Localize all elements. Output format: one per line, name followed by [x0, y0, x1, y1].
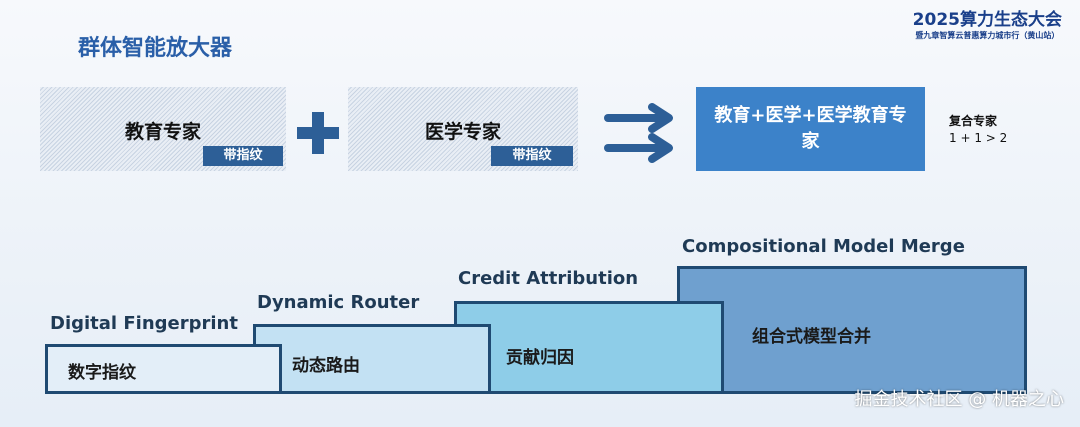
step-box-digital-fingerprint [45, 344, 282, 394]
fingerprint-tag-education: 带指纹 [203, 146, 283, 166]
expert-label-medical: 医学专家 [424, 121, 501, 143]
step-heading-digital-fingerprint: Digital Fingerprint [50, 313, 238, 334]
step-heading-credit-attribution: Credit Attribution [458, 268, 639, 289]
composite-formula: 1 + 1 > 2 [949, 131, 1008, 145]
page-title: 群体智能放大器 [78, 36, 233, 61]
step-label-credit-attribution: 贡献归因 [506, 348, 574, 368]
fingerprint-tag-medical: 带指纹 [491, 146, 573, 166]
watermark: 掘金技术社区 @ 机器之心 [854, 389, 1064, 410]
composite-expert-box: 教育+医学+医学教育专家 [696, 87, 925, 171]
step-heading-model-merge: Compositional Model Merge [682, 236, 965, 257]
step-heading-dynamic-router: Dynamic Router [257, 292, 420, 313]
step-label-dynamic-router: 动态路由 [292, 356, 360, 376]
expert-box-education: 教育专家 [40, 87, 286, 171]
step-label-model-merge: 组合式模型合并 [752, 327, 871, 347]
step-box-credit-attribution [454, 301, 724, 394]
step-label-digital-fingerprint: 数字指纹 [68, 363, 136, 383]
brand-subtitle: 暨九章智算云普惠算力城市行（黄山站） [915, 31, 1060, 40]
expert-label-education: 教育专家 [124, 121, 201, 143]
composite-expert-label: 教育+医学+医学教育专家 [714, 105, 907, 152]
step-box-dynamic-router [253, 324, 491, 394]
brand-title: 2025算力生态大会 [912, 10, 1062, 30]
double-arrow-icon [604, 103, 673, 163]
composite-expert-title: 复合专家 [949, 114, 998, 128]
brand-logo: 2025算力生态大会 暨九章智算云普惠算力城市行（黄山站） [913, 10, 1062, 42]
step-box-model-merge [677, 266, 1027, 394]
